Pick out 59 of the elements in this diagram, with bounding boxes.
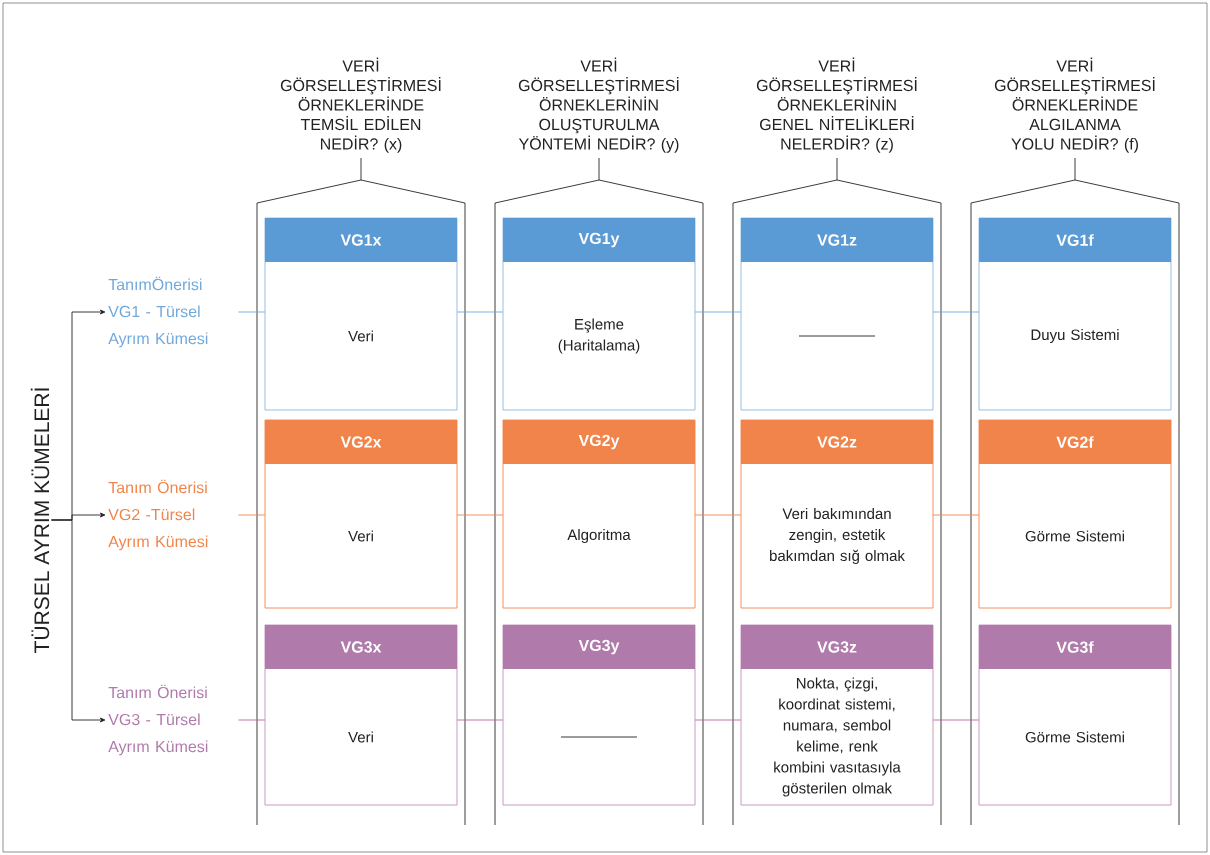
column-heading: VERİ GÖRSELLEŞTİRMESİ ÖRNEKLERİNİN GENEL NİTELİKLERİ NELERDİR? (z) [756,57,917,153]
column-heading: VERİ GÖRSELLEŞTİRMESİ ÖRNEKLERİNDE TEMSİL EDİLEN NEDİR? (x) [280,57,441,153]
card-text: Algoritma [567,529,631,543]
row-label: Tanım Önerisi VG2 -Türsel Ayrım Kümesi [108,479,208,551]
connector-line [694,719,742,721]
connector-line [237,311,266,313]
connector-line [456,311,504,313]
connector-line [456,719,504,721]
card-text: Görme Sistemi [1025,530,1124,542]
card-text: Veri [348,330,373,342]
column-heading: VERİ GÖRSELLEŞTİRMESİ ÖRNEKLERİNDE ALGILANMA YOLU NEDİR? (f) [994,57,1155,153]
card-heading: VG2y [578,434,620,450]
column-bracket [494,57,704,826]
connector-line [237,514,266,516]
connector-line [932,311,980,313]
column-bracket [970,57,1180,826]
card-text: Veri [348,530,373,542]
column-heading: VERİ GÖRSELLEŞTİRMESİ ÖRNEKLERİNİN OLUŞTURULMA YÖNTEMİ NEDİR? (y) [518,57,679,153]
card-heading: VG1y [578,232,620,248]
definition-card [740,217,934,411]
card-text: Nokta, çizgi, koordinat sistemi, numara, sembol kelime, renk kombini vasıtasıyla gösterilen olmak [774,677,901,797]
card-text: Veri bakımından zengin, estetik bakımdan sığ olmak [770,508,905,564]
definition-card [740,624,934,806]
card-text: Veri [348,731,373,743]
definition-card [740,419,934,609]
definition-card [978,419,1172,609]
definition-card [264,217,458,411]
vertical-title: TÜRSEL AYRIM KÜMELERİ [30,388,50,653]
card-heading: VG3x [340,641,382,653]
connector-line [456,514,504,516]
card-heading: VG3f [1056,641,1094,653]
definition-card [264,419,458,609]
card-heading: VG3z [817,641,857,653]
card-heading: VG1f [1056,234,1094,246]
column-bracket [732,57,942,826]
card-heading: VG3y [578,639,620,655]
connector-line [50,519,106,723]
column-bracket [256,57,466,826]
row-label: Tanım Önerisi VG3 - Türsel Ayrım Kümesi [108,684,208,756]
definition-card [502,419,696,609]
connector-line [694,311,742,313]
connector-line [694,514,742,516]
card-text: Duyu Sistemi [1031,329,1119,343]
definition-card [978,217,1172,411]
card-heading: VG1x [340,234,382,246]
card-text: Eşleme (Haritalama) [558,318,640,354]
definition-card [502,217,696,411]
card-heading: VG2x [340,436,382,448]
card-heading: VG2f [1056,436,1094,448]
definition-card [502,624,696,806]
definition-card [264,624,458,806]
card-text: Görme Sistemi [1025,731,1124,743]
card-heading: VG1z [817,234,857,246]
card-heading: VG2z [817,436,857,448]
connector-line [932,514,980,516]
definition-card [978,624,1172,806]
connector-line [932,719,980,721]
connector-line [237,719,266,721]
row-label: TanımÖnerisi VG1 - Türsel Ayrım Kümesi [108,276,208,348]
